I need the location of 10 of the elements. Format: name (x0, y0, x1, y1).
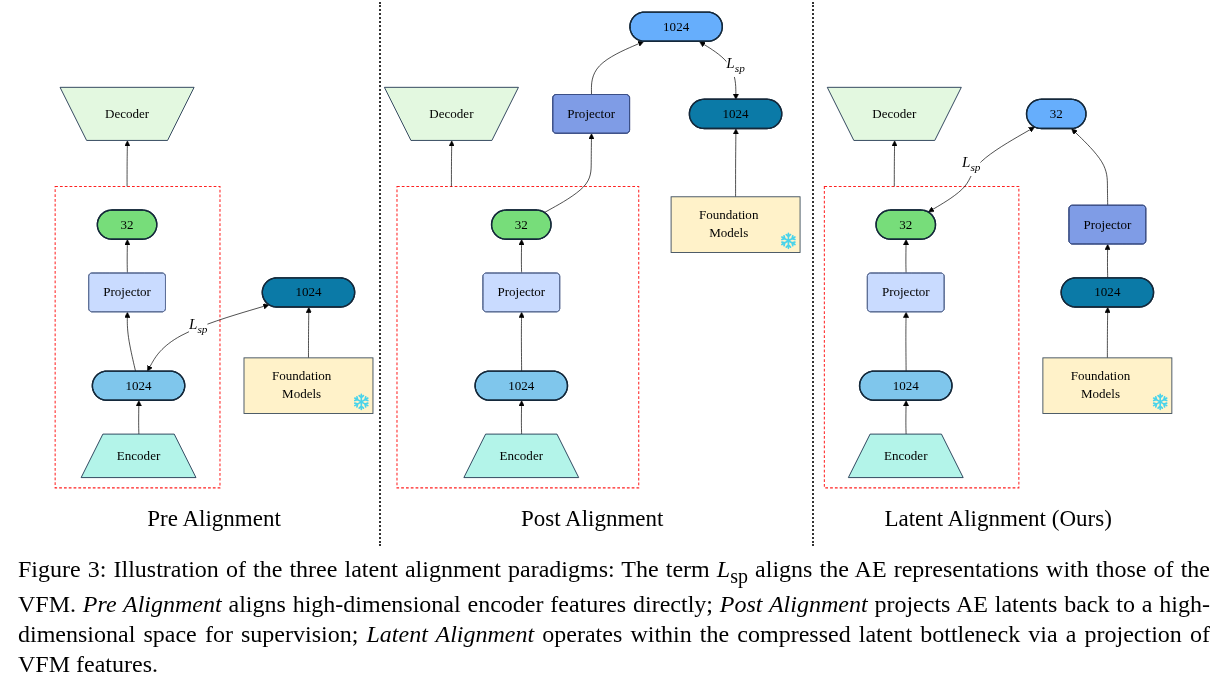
cluster (54, 185, 221, 489)
edge-label: L$_{sp}$ (962, 153, 981, 174)
panel-title: Latent Alignment (Ours) (884, 505, 1112, 532)
cluster (396, 185, 640, 489)
edge-label: L$_{sp}$ (726, 54, 745, 75)
cluster (823, 185, 1020, 489)
panel-title: Post Alignment (520, 505, 664, 532)
edge-label: L$_{sp}$ (189, 315, 208, 336)
figure-caption: Figure 3: Illustration of the three latent alignment paradigms: The term L$_{sp}$ aligns the AE representations with those of the VFM. Pre Alignment aligns high-dimensional encoder features directly; Post Alignment projects AE latents back to a high-dimensional space for supervision; Latent Alignment operates within the compressed latent bottleneck via a projection of VFM features. (18, 555, 1210, 679)
panel-title: Pre Alignment (147, 505, 281, 532)
